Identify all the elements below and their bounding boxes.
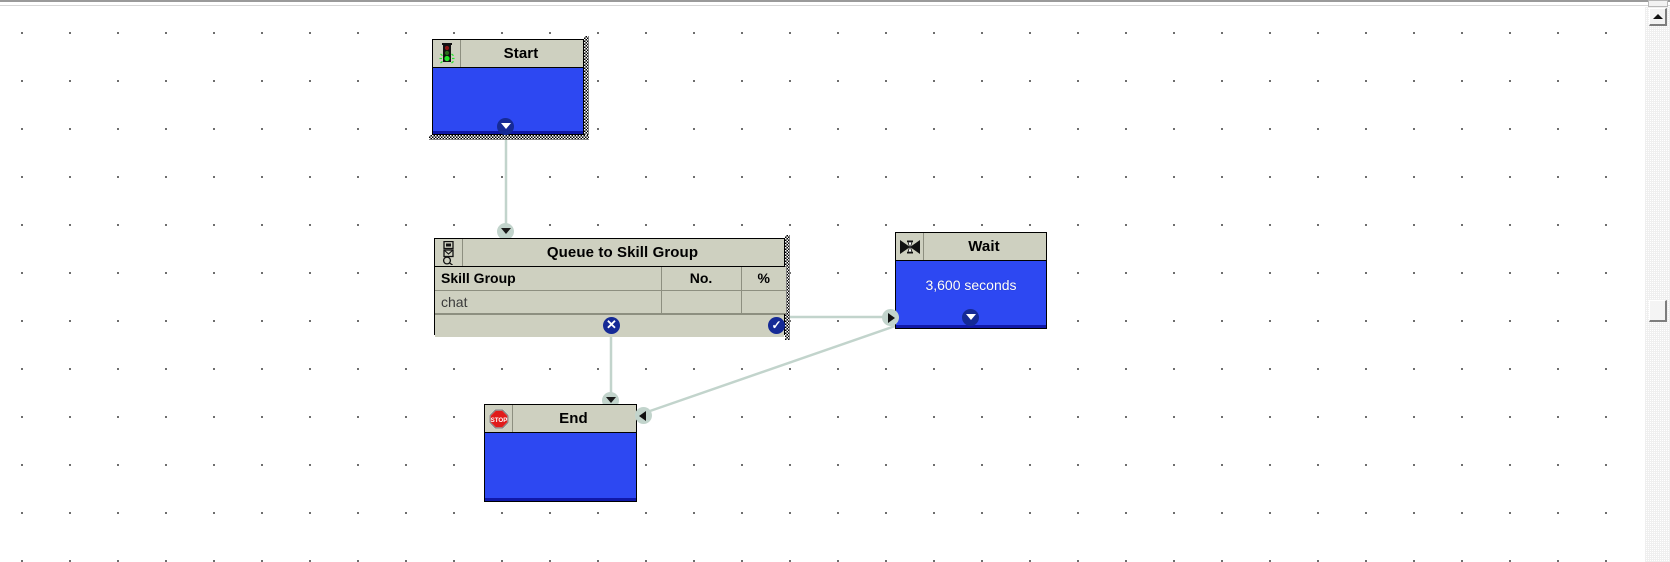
queue-success-port-icon[interactable]: ✓ xyxy=(768,316,785,334)
node-queue-header: Queue to Skill Group xyxy=(435,239,784,267)
node-end-body xyxy=(485,433,636,501)
scrollbar-top-cap xyxy=(1648,0,1668,7)
column-header-no: No. xyxy=(661,267,742,291)
cell-percent[interactable] xyxy=(741,290,786,314)
start-output-port-icon[interactable] xyxy=(497,118,514,135)
cell-skill-group[interactable]: chat xyxy=(435,290,662,314)
node-wait-title: Wait xyxy=(968,238,1000,255)
chevron-down-icon xyxy=(605,397,616,403)
wire-wait-to-end xyxy=(649,322,902,413)
node-end-title: End xyxy=(559,410,588,427)
node-end[interactable]: STOP End xyxy=(484,404,652,502)
wait-output-port-icon[interactable] xyxy=(962,309,979,326)
node-queue-port-bar: ✕ ✓ xyxy=(435,313,785,337)
selection-handle-right[interactable] xyxy=(584,36,589,140)
skill-group-table[interactable]: Skill Group No. % chat xyxy=(435,267,786,314)
selection-handle-right[interactable] xyxy=(785,235,790,340)
node-end-header: STOP End xyxy=(485,405,636,433)
queue-failure-port-icon[interactable]: ✕ xyxy=(603,316,620,334)
chevron-down-icon xyxy=(500,123,511,129)
arrow-right-icon xyxy=(888,312,895,323)
queue-skill-group-icon xyxy=(435,239,463,266)
end-input-port-right-icon[interactable] xyxy=(635,407,652,424)
connector-wires-layer xyxy=(504,128,902,413)
column-header-percent: % xyxy=(741,267,786,291)
arrow-left-icon xyxy=(639,410,646,421)
node-queue-body: Skill Group No. % chat xyxy=(435,267,786,337)
scroll-up-arrow-button[interactable] xyxy=(1649,8,1667,26)
flow-diagram-canvas[interactable]: Start xyxy=(0,7,1644,562)
node-queue-to-skill-group[interactable]: Queue to Skill Group Skill Group No. % c… xyxy=(434,235,790,340)
cell-no[interactable] xyxy=(661,290,742,314)
window-top-divider xyxy=(0,0,1670,6)
table-row[interactable]: chat xyxy=(435,290,786,314)
wait-duration-value: 3,600 seconds xyxy=(925,277,1017,293)
svg-text:STOP: STOP xyxy=(490,417,507,424)
scrollbar-thumb[interactable] xyxy=(1649,300,1667,322)
hourglass-icon xyxy=(896,233,924,260)
wait-input-port-icon[interactable] xyxy=(882,309,899,326)
node-queue-title: Queue to Skill Group xyxy=(546,244,699,261)
column-header-skill-group: Skill Group xyxy=(435,267,662,291)
node-start-header: Start xyxy=(433,40,583,68)
node-wait-header: Wait xyxy=(896,233,1046,261)
stop-sign-icon: STOP xyxy=(485,405,513,432)
node-wait[interactable]: Wait 3,600 seconds xyxy=(882,232,1047,329)
selection-handle-bottom[interactable] xyxy=(429,135,589,140)
close-x-icon: ✕ xyxy=(606,317,617,332)
check-icon: ✓ xyxy=(771,317,782,332)
chevron-down-icon xyxy=(965,314,976,320)
node-start[interactable]: Start xyxy=(429,36,589,140)
vertical-scrollbar[interactable] xyxy=(1644,0,1670,562)
queue-input-port-icon[interactable] xyxy=(497,223,514,240)
arrow-up-icon xyxy=(1652,14,1663,19)
table-header-row: Skill Group No. % xyxy=(435,267,786,291)
traffic-light-icon xyxy=(433,40,461,67)
node-start-title: Start xyxy=(503,45,539,62)
chevron-down-icon xyxy=(500,228,511,234)
